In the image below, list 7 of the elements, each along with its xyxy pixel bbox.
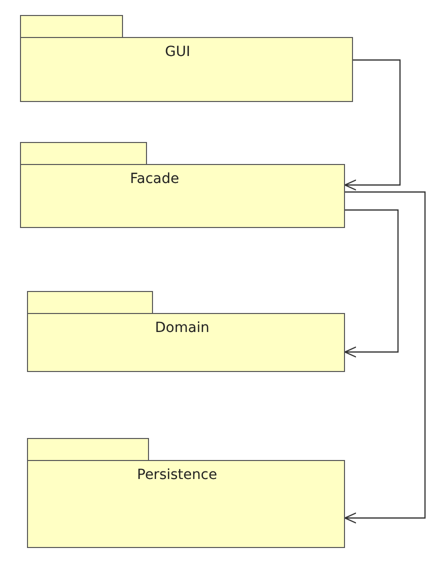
package-name: Domain [155, 320, 210, 336]
package-name: GUI [165, 44, 190, 60]
dependency-arrow [344, 191, 426, 524]
package-name: Facade [130, 171, 180, 187]
package-name: Persistence [137, 467, 218, 483]
dependency-arrow [344, 209, 399, 358]
dependency-arrow [344, 59, 401, 191]
